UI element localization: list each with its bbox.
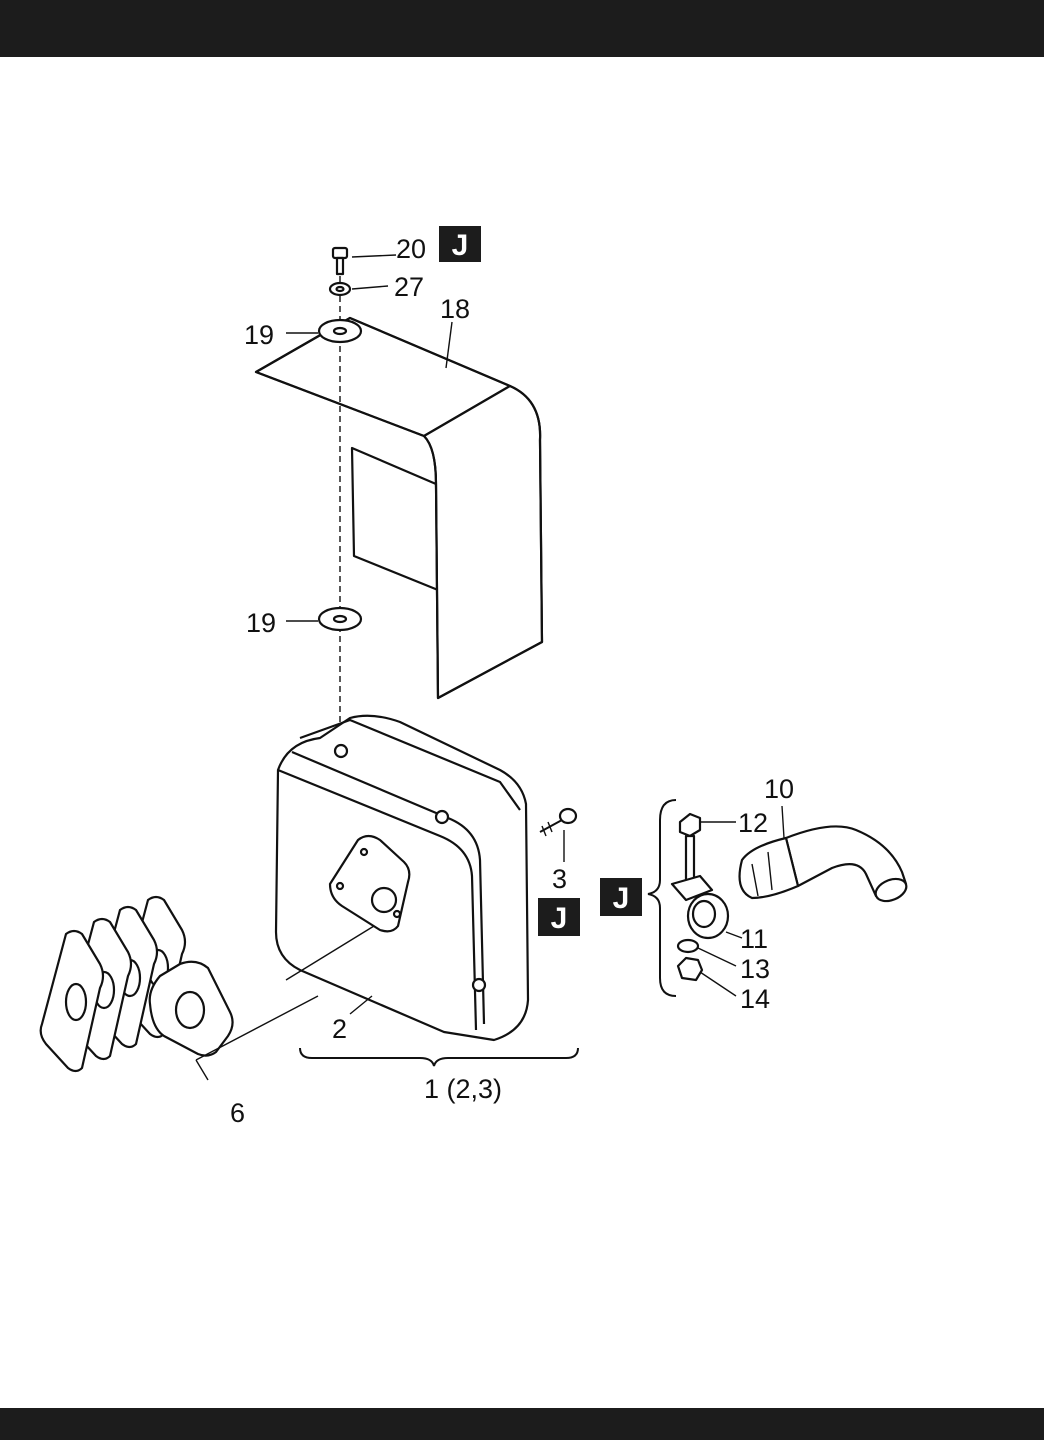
washer-27 xyxy=(330,283,350,295)
badge-j-right: J xyxy=(600,878,642,916)
label-part-18: 18 xyxy=(440,294,470,324)
label-part-11: 11 xyxy=(740,924,768,954)
svg-text:J: J xyxy=(613,882,630,915)
clamp-11 xyxy=(672,876,728,938)
label-part-13: 13 xyxy=(740,954,770,984)
label-part-19-upper: 19 xyxy=(244,320,274,350)
exhaust-pipe-10 xyxy=(740,826,910,905)
washer-13 xyxy=(678,940,698,952)
label-part-14: 14 xyxy=(740,984,770,1014)
label-part-27: 27 xyxy=(394,272,424,302)
screw-3 xyxy=(540,809,576,836)
label-part-10: 10 xyxy=(764,774,794,804)
svg-text:J: J xyxy=(452,229,469,262)
label-part-1: 1 (2,3) xyxy=(424,1074,502,1104)
badge-j-middle: J xyxy=(538,898,580,936)
label-part-6: 6 xyxy=(230,1098,245,1128)
label-part-19-lower: 19 xyxy=(246,608,276,638)
label-part-12: 12 xyxy=(738,808,768,838)
label-part-20: 20 xyxy=(396,234,426,264)
grommet-19-lower xyxy=(319,608,361,630)
bolt-12 xyxy=(680,814,700,880)
badge-j-top: J xyxy=(439,226,481,262)
grommet-19-upper xyxy=(319,320,361,342)
svg-text:J: J xyxy=(551,902,568,935)
muffler-body xyxy=(276,716,528,1040)
label-part-2: 2 xyxy=(332,1014,347,1044)
label-part-3: 3 xyxy=(552,864,567,894)
nut-14 xyxy=(678,958,702,980)
bolt-20 xyxy=(333,248,347,274)
mesh-screen xyxy=(256,318,542,698)
